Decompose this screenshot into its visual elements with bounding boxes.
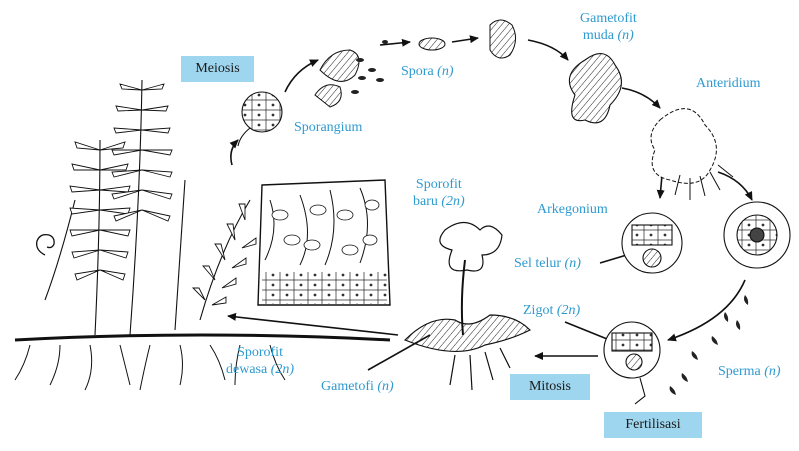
cycle-arrows (227, 35, 753, 360)
arrow-to-germinating-spore (451, 35, 479, 44)
gametofit-muda-line2: muda (582, 28, 615, 43)
arrow-to-sporangium (229, 139, 239, 166)
sporofit-dewasa-line1: Sporofit (237, 345, 283, 360)
arrow-to-spora (379, 38, 411, 47)
zygote-drawing (603, 321, 661, 405)
young-gametophyte-drawing (568, 53, 622, 124)
sel-telur-text: Sel telur (514, 256, 562, 271)
fertilisasi-box: Fertilisasi (604, 412, 702, 438)
gametofit-muda-label: Gametofit muda (n) (580, 10, 637, 44)
sporofit-baru-label: Sporofit baru (2n) (413, 176, 465, 210)
arkegonium-label: Arkegonium (537, 202, 608, 217)
sporofit-baru-line1: Sporofit (415, 177, 462, 192)
fiddlehead (36, 233, 55, 256)
sporangium-drawing (237, 91, 283, 147)
sorus-cross-section (257, 179, 391, 306)
sporofit-dewasa-line2: dewasa (226, 362, 268, 377)
arrow-to-anteridium (717, 171, 753, 201)
arrow-to-anteridium-stage (621, 87, 661, 109)
gametofit-muda-ploidy: (n) (617, 28, 634, 43)
sel-telur-label: Sel telur (n) (514, 255, 581, 272)
dehiscing-sporangium (314, 49, 360, 108)
sperma-text: Sperma (718, 364, 761, 379)
mature-gametophyte-drawing (650, 108, 734, 200)
sporofit-baru-line2: baru (413, 194, 438, 209)
sperma-ploidy: (n) (764, 364, 781, 379)
single-spore (418, 37, 446, 51)
meiosis-box: Meiosis (181, 56, 254, 82)
arrow-to-zygote (667, 279, 746, 342)
sporofit-dewasa-ploidy: (2n) (270, 362, 295, 377)
sperm-cells-drawing (669, 295, 749, 395)
arrow-to-spore-release (284, 59, 319, 93)
antheridium-drawing (723, 201, 791, 269)
arrow-to-sporofit-dewasa (227, 312, 399, 336)
spora-text: Spora (401, 64, 434, 79)
sporangium-label: Sporangium (294, 120, 363, 135)
sporofit-baru-ploidy: (2n) (441, 194, 465, 209)
spora-ploidy: (n) (437, 64, 454, 79)
new-sporophyte-drawing (403, 221, 532, 391)
gametofi-ploidy: (n) (377, 379, 394, 394)
fern-pinnae (69, 83, 257, 306)
sel-telur-ploidy: (n) (564, 256, 581, 271)
zigot-text: Zigot (523, 303, 554, 318)
mitosis-box: Mitosis (510, 374, 590, 400)
spora-label: Spora (n) (401, 63, 454, 80)
archegonium-drawing (621, 212, 683, 274)
arrow-to-gametofit-muda (527, 39, 569, 61)
germinating-spore (489, 19, 516, 59)
zigot-label: Zigot (2n) (523, 302, 580, 319)
sperma-label: Sperma (n) (718, 363, 781, 380)
sporofit-dewasa-label: Sporofit dewasa (2n) (226, 344, 294, 378)
zigot-ploidy: (2n) (556, 303, 581, 318)
gametofi-text: Gametofi (321, 379, 374, 394)
gametofi-label: Gametofi (n) (321, 378, 394, 395)
arrow-to-arkegonium (656, 174, 665, 199)
anteridium-label: Anteridium (696, 76, 761, 91)
released-spores (351, 40, 388, 94)
gametofit-muda-line1: Gametofit (580, 11, 637, 26)
